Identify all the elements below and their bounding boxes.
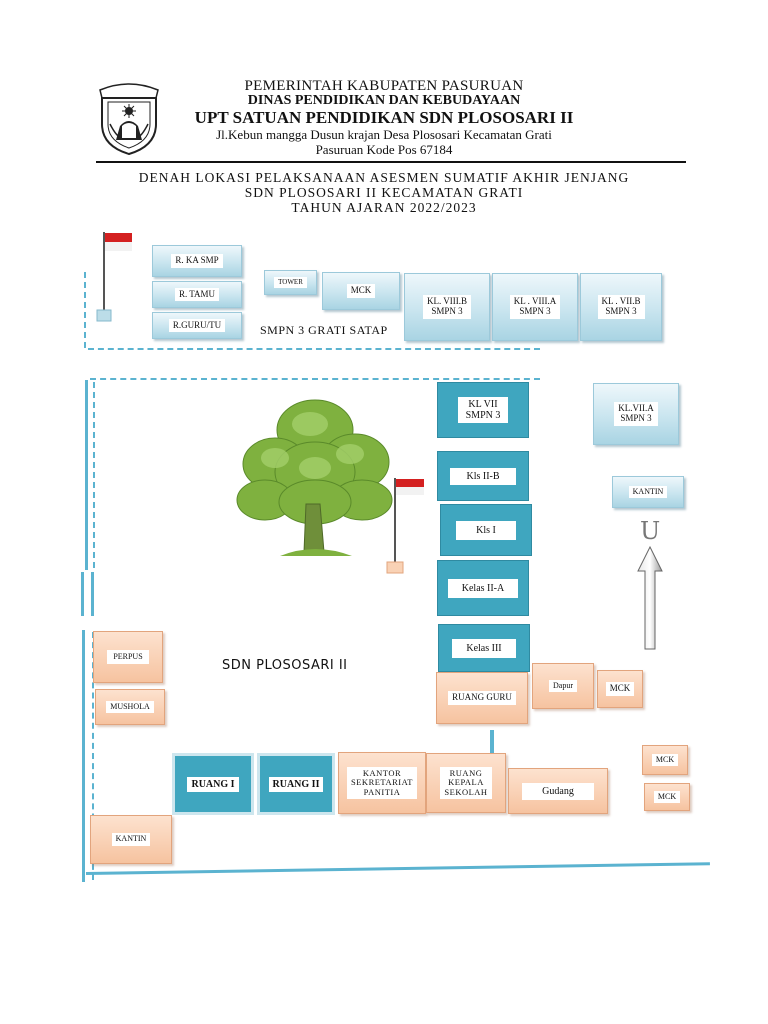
sd-boundary-left-2 [92, 632, 94, 880]
smp-boundary-left [84, 272, 86, 348]
header-government: PEMERINTAH KABUPATEN PASURUAN [244, 78, 524, 94]
map-subtitle: SDN PLOSOSARI II KECAMATAN GRATI [244, 185, 524, 200]
room-ruang-guru: RUANG GURU [436, 672, 528, 724]
smp-boundary-bottom [88, 348, 540, 350]
room-kls-ii-b: Kls II-B [437, 451, 529, 501]
room-r-tamu: R. TAMU [152, 281, 242, 308]
room-ruang-i: RUANG I [172, 753, 254, 815]
flag-icon [96, 232, 132, 322]
room-kelas-iii: Kelas III [438, 624, 530, 672]
connector-line [490, 730, 494, 756]
map-year: TAHUN AJARAN 2022/2023 [291, 200, 477, 215]
room-kantor-sekretariat: KANTOR SEKRETARIAT PANITIA [338, 752, 426, 814]
header-department: DINAS PENDIDIKAN DAN KEBUDAYAAN [247, 93, 521, 108]
room-kl-vii-b: KL . VII.B SMPN 3 [580, 273, 662, 341]
room-dapur: Dapur [532, 663, 594, 709]
room-mushola: MUSHOLA [95, 689, 165, 725]
sd-area-label: SDN PLOSOSARI II [222, 658, 348, 673]
header-address: Jl.Kebun mangga Dusun krajan Desa Plosos… [216, 127, 552, 142]
room-mck-smp: MCK [322, 272, 400, 310]
room-mck-2: MCK [642, 745, 688, 775]
header-divider [96, 161, 686, 163]
room-kepala-sekolah: RUANG KEPALA SEKOLAH [426, 753, 506, 813]
north-arrow-icon [637, 545, 663, 650]
sd-wall-left-gate [81, 572, 84, 616]
room-kl-viii-a: KL . VIII.A SMPN 3 [492, 273, 578, 341]
sd-wall-left-1 [85, 380, 88, 570]
header-postal: Pasuruan Kode Pos 67184 [315, 142, 453, 157]
smp-area-label: SMPN 3 GRATI SATAP [260, 323, 388, 337]
district-emblem-icon [99, 83, 159, 156]
room-kantin-right: KANTIN [612, 476, 684, 508]
room-perpus: PERPUS [93, 631, 163, 683]
room-mck-dapur: MCK [597, 670, 643, 708]
room-r-guru-tu: R.GURU/TU [152, 312, 242, 339]
room-kls-i: Kls I [440, 504, 532, 556]
north-indicator: U [640, 517, 661, 545]
room-kelas-ii-a: Kelas II-A [437, 560, 529, 616]
room-kl-vii-a: KL.VII.A SMPN 3 [593, 383, 679, 445]
room-gudang: Gudang [508, 768, 608, 814]
room-kl-viii-b: KL. VIII.B SMPN 3 [404, 273, 490, 341]
room-mck-3: MCK [644, 783, 690, 811]
map-title: DENAH LOKASI PELAKSANAAN ASESMEN SUMATIF… [138, 170, 630, 185]
room-r-ka-smp: R. KA SMP [152, 245, 242, 277]
sd-wall-bottom [85, 862, 710, 875]
tree-icon [236, 399, 393, 556]
flag-icon-center [386, 478, 424, 574]
room-kantin-left: KANTIN [90, 815, 172, 864]
sd-wall-left-2 [82, 630, 85, 882]
room-ruang-ii: RUANG II [257, 753, 335, 815]
room-kl-vii-smpn3: KL VII SMPN 3 [437, 382, 529, 438]
sd-wall-left-gate-2 [91, 572, 94, 616]
header-school-unit: UPT SATUAN PENDIDIKAN SDN PLOSOSARI II [194, 108, 574, 127]
sd-boundary-left-1 [93, 382, 95, 568]
room-tower: TOWER [264, 270, 317, 295]
sd-boundary-top [90, 378, 540, 380]
